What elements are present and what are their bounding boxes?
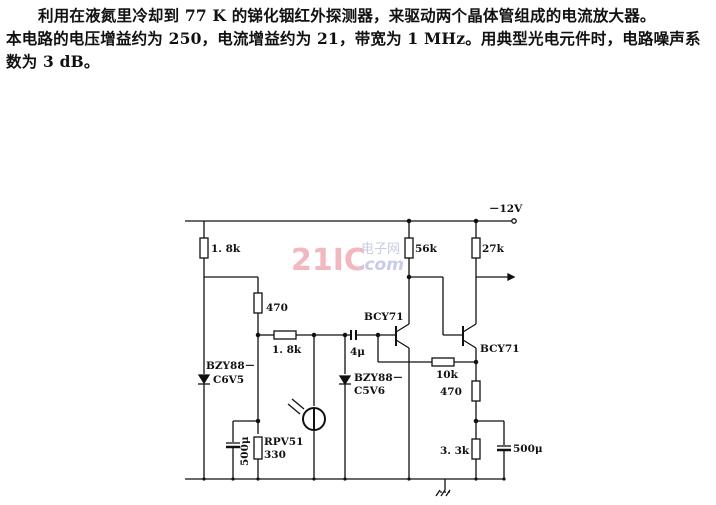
resistor-r8 (471, 438, 481, 460)
r9-label: 330 (264, 449, 286, 461)
watermark-cn: 电子网 (361, 242, 400, 257)
description-line-3: 数为 3 dB。 (6, 52, 100, 71)
r7-label: 470 (440, 386, 462, 398)
capacitor-c2 (497, 445, 511, 452)
r3-label: 1. 8k (272, 344, 302, 356)
capacitor-c3 (226, 442, 240, 449)
description-line-1: 利用在液氮里冷却到 77 K 的锑化铟红外探测器，来驱动两个晶体管组成的电流放大… (38, 6, 656, 25)
supply-label: －12V (489, 203, 523, 215)
resistor-r4 (404, 237, 414, 259)
r4-label: 56k (415, 243, 438, 255)
resistor-r9 (253, 436, 263, 460)
zener2-label-1: BZY88－ (354, 372, 403, 384)
r8-label: 3. 3k (440, 445, 470, 457)
resistor-r7 (471, 380, 481, 402)
resistor-r6 (431, 357, 455, 367)
r1-label: 1. 8k (211, 243, 241, 255)
c3-label: 500μ (239, 436, 251, 466)
resistor-r3 (273, 330, 297, 340)
supply-rail (185, 218, 517, 224)
transistor-q2 (462, 323, 477, 349)
zener1-label-1: BZY88－ (206, 360, 255, 372)
transistor-q1 (395, 323, 410, 349)
detector-label: RPV51 (264, 436, 303, 448)
resistor-r5 (471, 237, 481, 259)
ground-icon (435, 489, 451, 497)
r5-label: 27k (482, 243, 505, 255)
c1-label: 4μ (350, 346, 365, 358)
capacitor-c1 (350, 330, 357, 340)
photodetector-icon (287, 398, 326, 431)
r6-label: 10k (436, 369, 459, 381)
output-arrow-icon (507, 272, 516, 282)
zener-diode-2 (338, 375, 352, 386)
c2-label: 500μ (513, 443, 543, 455)
resistor-r2 (253, 292, 263, 314)
ground-rail (185, 478, 505, 493)
zener2-label-2: C5V6 (354, 385, 385, 397)
zener1-label-2: C6V5 (213, 374, 244, 386)
watermark-brand: 21IC (291, 243, 366, 278)
zener-diode-1 (197, 374, 211, 385)
q2-label: BCY71 (480, 343, 520, 355)
watermark-domain: .com (358, 255, 404, 275)
r2-label: 470 (266, 302, 288, 314)
circuit-description: 利用在液氮里冷却到 77 K 的锑化铟红外探测器，来驱动两个晶体管组成的电流放大… (6, 4, 712, 73)
watermark: 21IC 电子网 .com (291, 242, 404, 278)
description-line-2: 本电路的电压增益约为 250，电流增益约为 21，带宽为 1 MHz。用典型光电… (6, 29, 701, 48)
resistor-r1 (199, 237, 209, 259)
q1-label: BCY71 (364, 311, 404, 323)
